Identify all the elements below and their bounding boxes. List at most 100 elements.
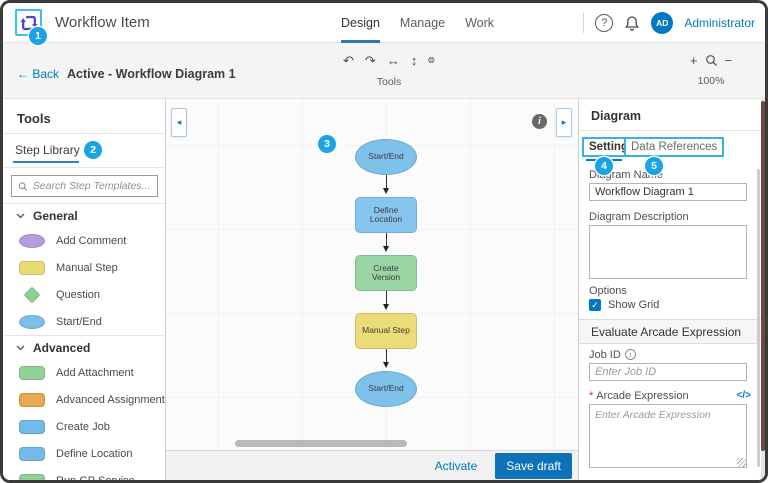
shape-swatch bbox=[19, 365, 45, 380]
diagram-toolbar: ← Back Active - Workflow Diagram 1 ↶ ↷ ↔… bbox=[3, 43, 765, 99]
activate-button[interactable]: Activate bbox=[434, 458, 478, 473]
back-arrow-icon: ← bbox=[17, 67, 29, 81]
tab-manage[interactable]: Manage bbox=[399, 16, 446, 30]
section-label: General bbox=[33, 208, 78, 223]
page-title: Workflow Item bbox=[55, 14, 150, 31]
align-vertical-icon[interactable]: ↕ bbox=[410, 53, 418, 68]
header-actions: ? AD Administrator bbox=[583, 3, 755, 43]
canvas-horizontal-scrollbar bbox=[168, 440, 576, 447]
active-tab-underline bbox=[13, 161, 79, 163]
step-template-add-attachment[interactable]: Add Attachment bbox=[3, 359, 165, 386]
rect-swatch bbox=[19, 392, 45, 407]
step-template-define-location[interactable]: Define Location bbox=[3, 440, 165, 467]
rect-swatch bbox=[19, 419, 45, 434]
step-template-label: Run GP Service bbox=[56, 475, 135, 481]
checkbox-checked-icon[interactable]: ✓ bbox=[589, 299, 601, 311]
flow-node-manual-step[interactable]: Manual Step bbox=[355, 313, 417, 349]
step-template-search[interactable] bbox=[11, 175, 158, 197]
callout-badge-4: 4 bbox=[595, 157, 613, 175]
collapse-left-panel-button[interactable]: ◂ bbox=[171, 108, 187, 137]
page-scrollbar bbox=[761, 99, 765, 480]
diagram-description-label: Diagram Description bbox=[589, 211, 689, 223]
flow-node-label: Start/End bbox=[368, 383, 404, 394]
flow-node-define-location[interactable]: Define Location bbox=[355, 197, 417, 233]
rect-swatch bbox=[19, 260, 45, 275]
step-template-add-comment[interactable]: Add Comment bbox=[3, 227, 165, 254]
job-id-input[interactable] bbox=[589, 363, 747, 381]
diamond-swatch bbox=[19, 286, 45, 303]
ellipse-swatch bbox=[19, 314, 45, 329]
shape-swatch bbox=[19, 446, 45, 461]
breadcrumb: Active - Workflow Diagram 1 bbox=[67, 67, 236, 81]
app-header: Workflow Item Design Manage Work ? AD Ad… bbox=[3, 3, 765, 43]
search-input[interactable] bbox=[32, 180, 151, 192]
step-template-label: Manual Step bbox=[56, 261, 118, 274]
redo-icon[interactable]: ↷ bbox=[364, 53, 376, 68]
flow-node-create-version[interactable]: Create Version bbox=[355, 255, 417, 291]
page-scrollbar-thumb[interactable] bbox=[761, 101, 765, 451]
align-horizontal-icon[interactable]: ↔ bbox=[386, 53, 400, 68]
callout-badge-2: 2 bbox=[84, 141, 102, 159]
step-template-start-end[interactable]: Start/End bbox=[3, 308, 165, 335]
flow-node-start-end[interactable]: Start/End bbox=[355, 371, 417, 407]
flow-node-label: Define Location bbox=[369, 204, 403, 224]
step-template-create-job[interactable]: Create Job bbox=[3, 413, 165, 440]
connector-arrow bbox=[383, 291, 389, 313]
scrollbar-thumb[interactable] bbox=[235, 440, 407, 447]
tab-data-references[interactable]: Data References bbox=[624, 137, 725, 157]
undo-icon[interactable]: ↶ bbox=[343, 53, 354, 68]
step-template-run-gp-service[interactable]: Run GP Service bbox=[3, 467, 165, 480]
resize-handle[interactable] bbox=[737, 458, 746, 467]
shape-swatch bbox=[23, 286, 41, 303]
info-icon: i bbox=[624, 349, 636, 360]
notifications-bell-icon[interactable] bbox=[624, 15, 640, 32]
search-icon bbox=[18, 181, 28, 191]
rect-swatch bbox=[19, 446, 45, 461]
tab-step-library[interactable]: Step Library bbox=[15, 143, 80, 157]
info-icon[interactable]: i bbox=[532, 114, 547, 129]
help-icon[interactable]: ? bbox=[595, 14, 614, 32]
zoom-cluster: + − 100% bbox=[689, 53, 733, 87]
panel-scrollbar[interactable] bbox=[757, 169, 760, 467]
required-marker: * bbox=[589, 390, 594, 402]
step-template-manual-step[interactable]: Manual Step bbox=[3, 254, 165, 281]
tab-design[interactable]: Design bbox=[341, 3, 380, 43]
code-editor-icon[interactable]: </> bbox=[736, 390, 751, 401]
magnifier-icon[interactable] bbox=[705, 54, 718, 67]
step-template-label: Create Job bbox=[56, 420, 110, 433]
diagram-description-textarea[interactable] bbox=[589, 225, 747, 279]
print-icon[interactable] bbox=[428, 53, 435, 67]
back-button[interactable]: ← Back bbox=[17, 67, 60, 81]
chevron-down-icon bbox=[16, 345, 25, 350]
workflow-logo[interactable] bbox=[15, 9, 42, 36]
connector-arrow bbox=[383, 233, 389, 255]
zoom-out-button[interactable]: − bbox=[724, 53, 733, 68]
shape-swatch bbox=[19, 419, 45, 434]
flow-node-label: Manual Step bbox=[362, 325, 410, 336]
arcade-expression-textarea[interactable] bbox=[589, 404, 747, 468]
tab-work[interactable]: Work bbox=[465, 16, 495, 30]
shape-swatch bbox=[19, 314, 45, 329]
user-name[interactable]: Administrator bbox=[684, 16, 755, 30]
step-template-advanced-assignment[interactable]: Advanced Assignment bbox=[3, 386, 165, 413]
step-template-question[interactable]: Question bbox=[3, 281, 165, 308]
avatar[interactable]: AD bbox=[651, 12, 674, 34]
section-header-advanced[interactable]: Advanced bbox=[3, 335, 165, 359]
chevron-left-icon: ◂ bbox=[176, 117, 182, 127]
diagram-name-input[interactable] bbox=[589, 183, 747, 201]
collapse-right-panel-button[interactable]: ▸ bbox=[556, 108, 572, 137]
tools-label: Tools bbox=[376, 76, 402, 88]
shape-swatch bbox=[19, 473, 45, 480]
chevron-right-icon: ▸ bbox=[561, 117, 567, 127]
zoom-in-button[interactable]: + bbox=[689, 53, 698, 68]
section-header-general[interactable]: General bbox=[3, 203, 165, 227]
canvas-footer: Activate Save draft bbox=[166, 450, 578, 480]
show-grid-checkbox-row[interactable]: ✓ Show Grid bbox=[589, 299, 659, 311]
save-draft-button[interactable]: Save draft bbox=[495, 452, 572, 479]
step-template-label: Define Location bbox=[56, 447, 133, 460]
rect-swatch bbox=[19, 473, 45, 480]
flow-node-start-end[interactable]: Start/End bbox=[355, 139, 417, 175]
